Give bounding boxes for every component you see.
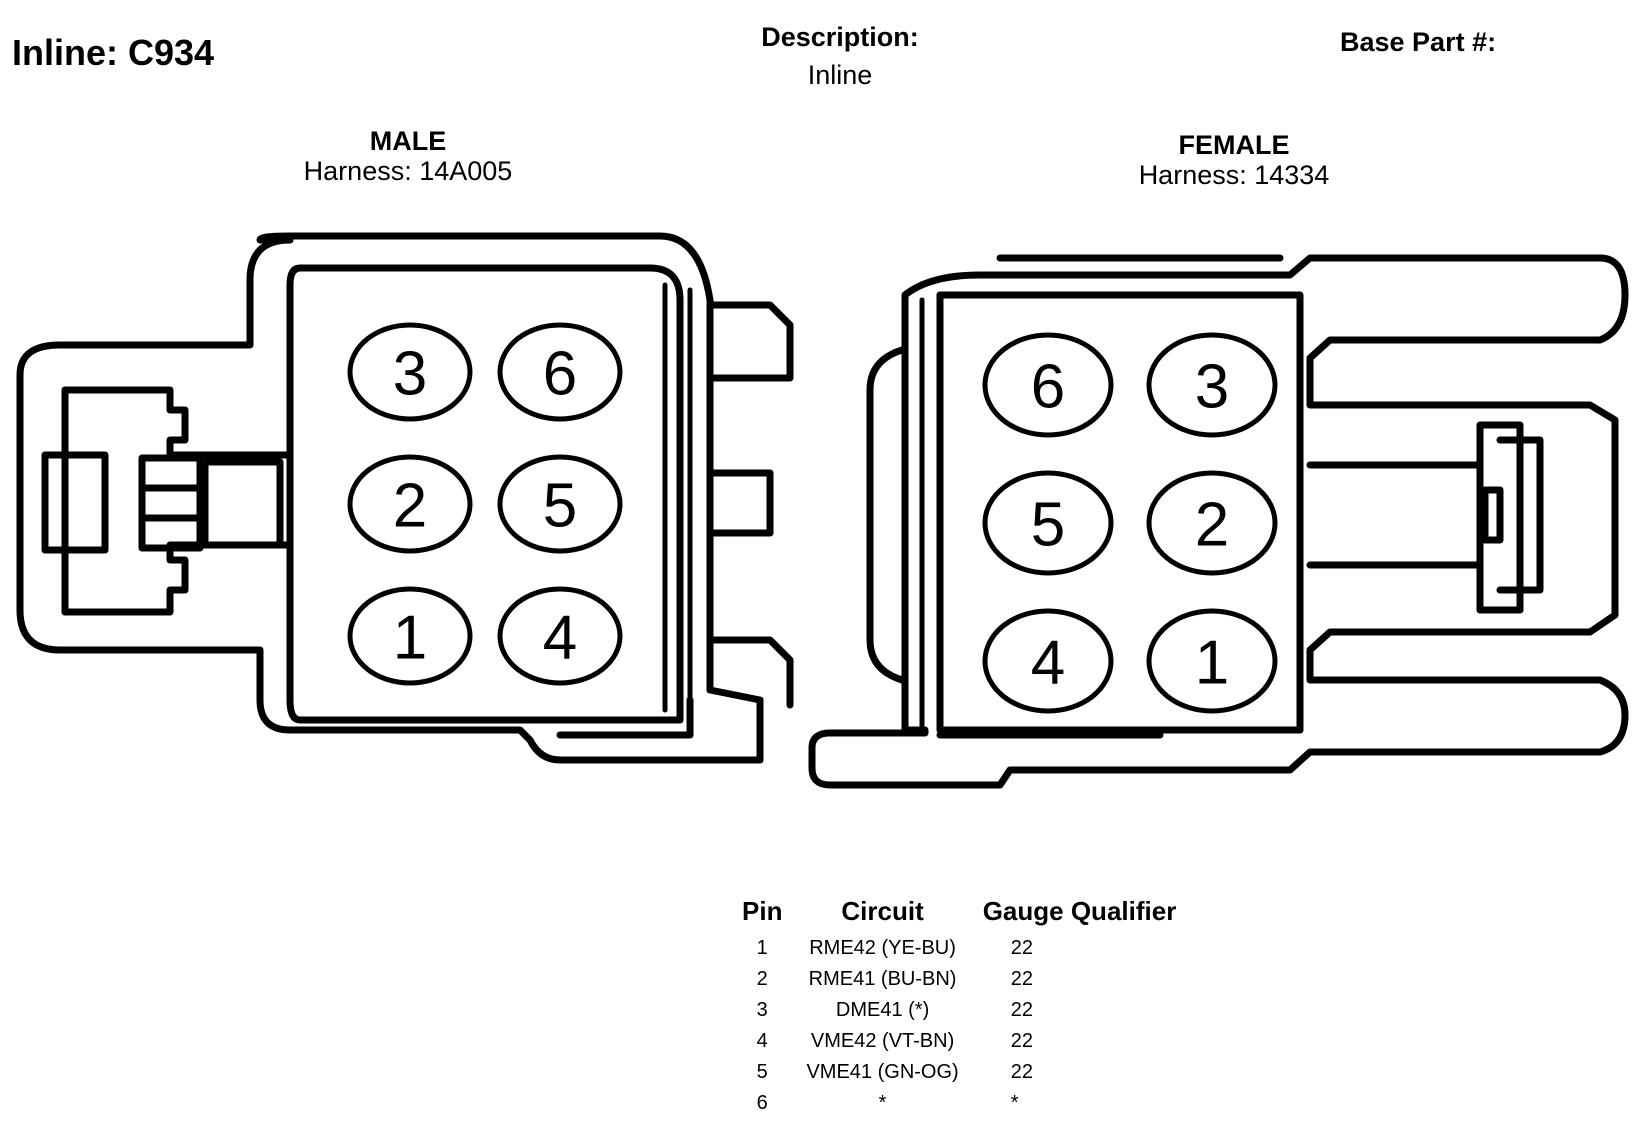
pin-table: Pin Circuit Gauge Qualifier 1 RME42 (YE-… [730, 896, 1188, 1117]
female-side-name: FEMALE [1178, 130, 1290, 160]
circuit-cell: * [878, 1091, 887, 1114]
connector-diagram: 3 6 2 5 1 4 6 3 5 2 4 1 [16, 232, 1629, 789]
male-pin-cavity [347, 454, 473, 554]
female-pin-cavity [982, 332, 1114, 438]
female-pin-label: 3 [1195, 353, 1229, 422]
circuit-cell: VME42 (VT-BN) [810, 1029, 955, 1052]
description-label: Description: [761, 22, 919, 52]
gauge-cell: 22 [1010, 967, 1033, 990]
female-pin-label: 5 [1031, 491, 1065, 560]
male-pin-cavity [497, 454, 623, 554]
male-pin-6: 6 [497, 322, 623, 422]
male-pin-1: 1 [347, 586, 473, 686]
male-pin-cavity [497, 586, 623, 686]
pin-cell: 1 [756, 936, 768, 959]
female-pin-label: 4 [1031, 629, 1065, 698]
male-pin-cavity [497, 322, 623, 422]
pin-cell: 2 [756, 967, 768, 990]
circuit-cell: VME41 (GN-OG) [806, 1060, 959, 1083]
pin-cell: 5 [756, 1060, 768, 1083]
pin-cell: 6 [756, 1091, 768, 1114]
male-pin-label: 3 [393, 340, 427, 409]
female-pin-4: 4 [982, 608, 1114, 714]
base-part-label: Base Part #: [1340, 27, 1497, 57]
pin-column-header: Pin [742, 896, 783, 926]
male-connector-outline [16, 232, 794, 764]
female-pin-cavity [1146, 470, 1278, 576]
female-pin-label: 1 [1195, 629, 1229, 698]
pin-cell: 4 [756, 1029, 768, 1052]
female-pin-2: 2 [1146, 470, 1278, 576]
male-pin-2: 2 [347, 454, 473, 554]
circuit-cell: RME41 (BU-BN) [808, 967, 957, 990]
table-row: 1 RME42 (YE-BU) 22 [730, 931, 1188, 962]
circuit-column-header: Circuit [841, 896, 924, 926]
male-pin-4: 4 [497, 586, 623, 686]
table-row: 6 * * [730, 1086, 1188, 1117]
female-pin-label: 2 [1195, 491, 1229, 560]
description-value: Inline [807, 60, 873, 90]
gauge-cell: 22 [1010, 998, 1033, 1021]
male-pin-label: 2 [393, 472, 427, 541]
female-pin-cavity [1146, 608, 1278, 714]
female-pin-1: 1 [1146, 608, 1278, 714]
female-pin-cavity [1146, 332, 1278, 438]
gauge-cell: * [1010, 1091, 1019, 1114]
pin-cell: 3 [756, 998, 768, 1021]
table-row: 5 VME41 (GN-OG) 22 [730, 1055, 1188, 1086]
male-pin-cavity [347, 586, 473, 686]
female-pin-cavity [982, 470, 1114, 576]
female-pin-6: 6 [982, 332, 1114, 438]
male-harness-label: Harness: 14A005 [303, 156, 513, 186]
pin-table-header-row: Pin Circuit Gauge Qualifier [730, 896, 1188, 931]
male-pin-label: 4 [543, 604, 577, 673]
table-row: 4 VME42 (VT-BN) 22 [730, 1024, 1188, 1055]
male-pin-label: 6 [543, 340, 577, 409]
female-pin-5: 5 [982, 470, 1114, 576]
circuit-cell: DME41 (*) [835, 998, 930, 1021]
connector-title: Inline: C934 [12, 32, 215, 73]
male-pin-label: 5 [543, 472, 577, 541]
gauge-qualifier-column-header: Gauge Qualifier [982, 896, 1177, 926]
gauge-cell: 22 [1010, 1060, 1033, 1083]
male-pin-cavity [347, 322, 473, 422]
male-pin-5: 5 [497, 454, 623, 554]
male-pin-label: 1 [393, 604, 427, 673]
female-harness-label: Harness: 14334 [1138, 160, 1330, 190]
female-connector-outline [808, 254, 1629, 789]
gauge-cell: 22 [1010, 936, 1033, 959]
circuit-cell: RME42 (YE-BU) [809, 936, 956, 959]
male-pin-3: 3 [347, 322, 473, 422]
male-side-name: MALE [369, 126, 447, 156]
female-pin-cavity [982, 608, 1114, 714]
female-pin-label: 6 [1031, 353, 1065, 422]
gauge-cell: 22 [1010, 1029, 1033, 1052]
table-row: 3 DME41 (*) 22 [730, 993, 1188, 1024]
table-row: 2 RME41 (BU-BN) 22 [730, 962, 1188, 993]
female-pin-3: 3 [1146, 332, 1278, 438]
